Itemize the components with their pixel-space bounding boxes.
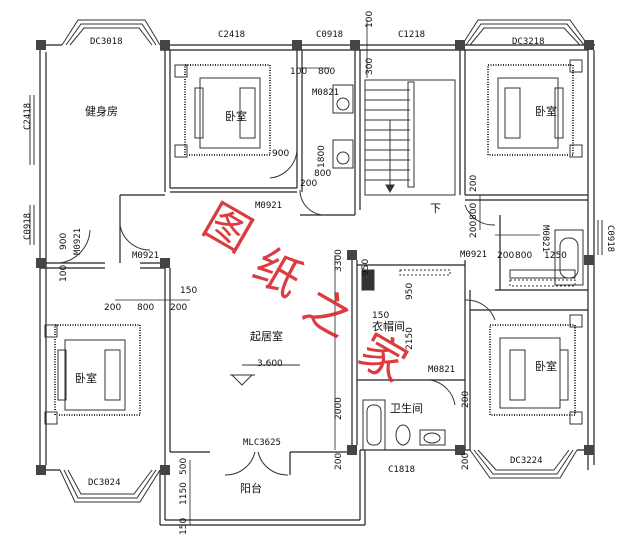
dim-200-r2: 200 [469, 221, 479, 238]
dim-950b: 950 [405, 283, 415, 300]
code-c1818: C1818 [388, 465, 415, 475]
code-c2418-left: C2418 [23, 103, 33, 130]
dim-800-b: 800 [314, 169, 331, 179]
code-m0921-a: M0921 [255, 201, 282, 211]
closet-label: 衣帽间 [372, 319, 405, 333]
bay-windows [29, 19, 603, 503]
dim-100-top: 100 [365, 11, 375, 28]
dim-900-left: 900 [59, 233, 69, 250]
balcony-label: 阳台 [240, 481, 262, 495]
floor-elevation: 3.600 [257, 359, 283, 369]
code-m0821-a: M0821 [312, 88, 339, 98]
dim-200-b: 200 [104, 303, 121, 313]
dim-300: 300 [365, 58, 375, 75]
dim-150: 150 [180, 286, 197, 296]
fixtures [59, 84, 584, 476]
dim-1150: 1150 [179, 482, 189, 505]
watermark: 图 纸 之 家 [195, 193, 417, 393]
dim-3300: 3300 [334, 249, 344, 272]
code-dc3024: DC3024 [88, 478, 121, 488]
watermark-char-3: 之 [295, 278, 362, 348]
dim-800-r2: 800 [515, 251, 532, 261]
code-c0918-top: C0918 [316, 30, 343, 40]
code-c2418-top: C2418 [218, 30, 245, 40]
dim-200-r1: 200 [469, 175, 479, 192]
dim-150-bottom: 150 [179, 518, 189, 535]
dim-100-left: 100 [59, 265, 69, 282]
dim-200-r3: 200 [497, 251, 514, 261]
dim-900-a: 900 [272, 149, 289, 159]
code-c0918-right: C0918 [605, 225, 615, 252]
stair-down-label: 下 [430, 202, 441, 215]
dim-1800: 1800 [317, 145, 327, 168]
dim-800-c: 800 [137, 303, 154, 313]
bedroom-nw-label: 卧室 [225, 109, 247, 123]
code-dc3018: DC3018 [90, 37, 123, 47]
columns [36, 40, 594, 475]
dim-2150: 2150 [405, 327, 415, 350]
dim-950: 950 [361, 259, 371, 276]
dim-1250: 1250 [544, 251, 567, 261]
living-room-label: 起居室 [250, 329, 283, 343]
closet-number: 150 [372, 311, 389, 321]
gym-label: 健身房 [85, 104, 118, 118]
dim-500: 500 [179, 458, 189, 475]
bath-label: 卫生间 [390, 401, 423, 415]
dim-200-a: 200 [300, 179, 317, 189]
dim-800-r1: 800 [469, 203, 479, 220]
code-m0821-c: M0821 [428, 365, 455, 375]
bedroom-ne-label: 卧室 [535, 104, 557, 118]
stairs [364, 79, 456, 196]
dim-200-r4: 200 [461, 391, 471, 408]
code-dc3224: DC3224 [510, 456, 543, 466]
code-m0921-c: M0921 [132, 251, 159, 261]
dim-800-a: 800 [318, 67, 335, 77]
dimension-lines [115, 20, 540, 525]
outer-walls [39, 44, 595, 526]
code-m0921-d: M0921 [460, 250, 487, 260]
watermark-char-2: 纸 [245, 238, 312, 308]
dim-200-c: 200 [170, 303, 187, 313]
code-c1218: C1218 [398, 30, 425, 40]
dim-100-a: 100 [290, 67, 307, 77]
code-dc3218: DC3218 [512, 37, 545, 47]
code-m0921-b: M0921 [73, 228, 83, 255]
watermark-char-1: 图 [195, 193, 262, 263]
code-mlc3625: MLC3625 [243, 438, 281, 448]
bedroom-w-label: 卧室 [75, 371, 97, 385]
dim-200-d: 200 [334, 453, 344, 470]
dim-200-r5: 200 [461, 453, 471, 470]
code-m0821-b: M0821 [540, 225, 550, 252]
code-c0918-left: C0918 [23, 213, 33, 240]
beds [44, 59, 583, 425]
dim-2000: 2000 [334, 397, 344, 420]
bedroom-se-label: 卧室 [535, 359, 557, 373]
